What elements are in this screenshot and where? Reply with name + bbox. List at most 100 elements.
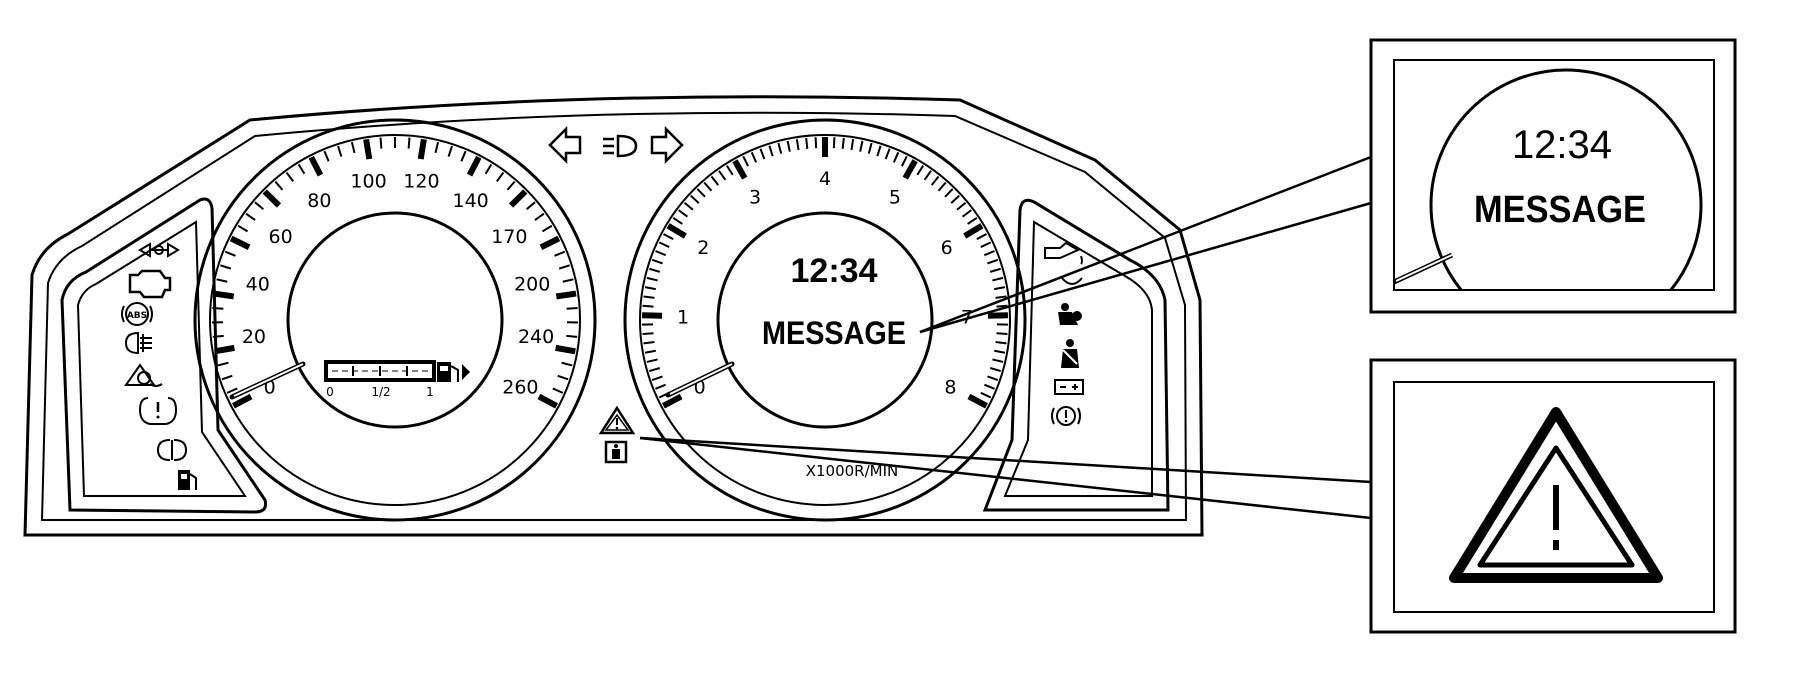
tick-mark [969, 397, 987, 406]
tachometer-label: 2 [697, 237, 709, 259]
tick-mark [673, 218, 682, 224]
tick-mark [212, 308, 223, 309]
fuel-pump-icon [437, 362, 470, 382]
tick-mark [990, 269, 1001, 272]
speedometer-label: 170 [491, 226, 527, 248]
tick-mark [894, 152, 898, 162]
tick-mark [656, 251, 666, 255]
tick-mark [994, 287, 1005, 289]
tire-pressure-icon [140, 398, 176, 424]
tick-mark [642, 315, 662, 316]
abs-icon: ABS [122, 303, 152, 325]
tick-mark [984, 385, 994, 389]
tick-mark [215, 348, 235, 351]
tick-mark [905, 161, 915, 178]
tick-mark [957, 203, 965, 210]
warning-triangle-icon [601, 408, 633, 433]
tick-mark [567, 308, 578, 309]
tachometer-label: 3 [749, 186, 761, 208]
tick-mark [987, 376, 997, 380]
tick-mark [246, 214, 255, 220]
tachometer-label: 8 [944, 377, 956, 399]
speedometer-label: 240 [518, 326, 554, 348]
tick-mark [691, 196, 699, 203]
tick-mark [743, 156, 748, 166]
tick-mark [797, 139, 799, 150]
fuel-label-full: 1 [426, 385, 434, 399]
stability-control-icon [126, 365, 162, 386]
tick-mark [697, 189, 705, 197]
fuel-label-half: 1/2 [371, 385, 390, 399]
tick-mark [968, 218, 977, 224]
tick-mark [834, 137, 835, 148]
tick-mark [711, 176, 718, 185]
tick-mark [685, 203, 693, 210]
tick-mark [461, 151, 465, 161]
tick-mark [409, 138, 410, 149]
tick-mark [539, 397, 557, 406]
tick-mark [238, 226, 247, 232]
tick-mark [555, 252, 565, 256]
left-turn-arrow-icon [550, 129, 580, 161]
tick-mark [663, 397, 681, 406]
tick-mark [366, 139, 369, 159]
tick-mark [668, 226, 685, 236]
tick-mark [649, 368, 660, 371]
speedometer-label: 140 [452, 190, 488, 212]
tick-mark [752, 152, 756, 162]
tick-mark [778, 143, 781, 154]
tick-mark [645, 351, 656, 353]
parking-brake-icon [1062, 278, 1082, 284]
tick-mark [507, 182, 514, 190]
right-indicator-panel-inner [1005, 222, 1152, 496]
tick-mark [996, 296, 1007, 297]
tick-mark [563, 279, 574, 281]
tick-mark [992, 359, 1003, 362]
tick-mark [527, 202, 535, 209]
right-turn-arrow-icon [652, 129, 682, 161]
tick-mark [679, 210, 688, 217]
tick-mark [275, 182, 282, 190]
tick-mark [992, 278, 1003, 281]
tick-mark [760, 149, 764, 159]
seatbelt-icon [1061, 339, 1079, 368]
tick-mark [220, 265, 230, 268]
tick-mark [735, 161, 745, 178]
tick-mark [562, 363, 573, 366]
speedometer-label: 80 [307, 190, 331, 212]
tick-mark [556, 294, 576, 297]
callout-leader-lines [640, 157, 1371, 518]
tick-mark [851, 139, 853, 150]
tick-mark [965, 226, 982, 236]
tick-mark [435, 142, 438, 153]
tick-mark [963, 210, 972, 217]
tick-mark [877, 146, 880, 156]
tick-mark [381, 138, 382, 149]
tick-mark [647, 359, 658, 362]
check-engine-icon [130, 271, 170, 297]
tick-mark [559, 265, 569, 268]
tick-mark [556, 348, 576, 351]
tick-mark [869, 143, 872, 154]
tick-mark [984, 251, 994, 255]
tick-mark [542, 226, 551, 232]
tick-mark [886, 149, 890, 159]
left-indicators: ABS [122, 244, 196, 490]
top-indicators [550, 129, 682, 161]
tick-mark [324, 151, 328, 161]
tick-mark [265, 191, 279, 205]
tick-mark [981, 393, 991, 398]
tick-mark [655, 385, 665, 389]
tick-mark [227, 388, 237, 392]
tick-mark [987, 260, 997, 264]
svg-text:ABS: ABS [127, 311, 147, 321]
tick-mark [990, 368, 1001, 371]
tick-mark [647, 278, 658, 281]
callout-display-closeup: 12:34 MESSAGE [1371, 40, 1735, 340]
callout-display-message: MESSAGE [1474, 189, 1646, 231]
tick-mark [645, 287, 656, 289]
tick-mark [558, 376, 568, 380]
tick-mark [902, 156, 907, 166]
